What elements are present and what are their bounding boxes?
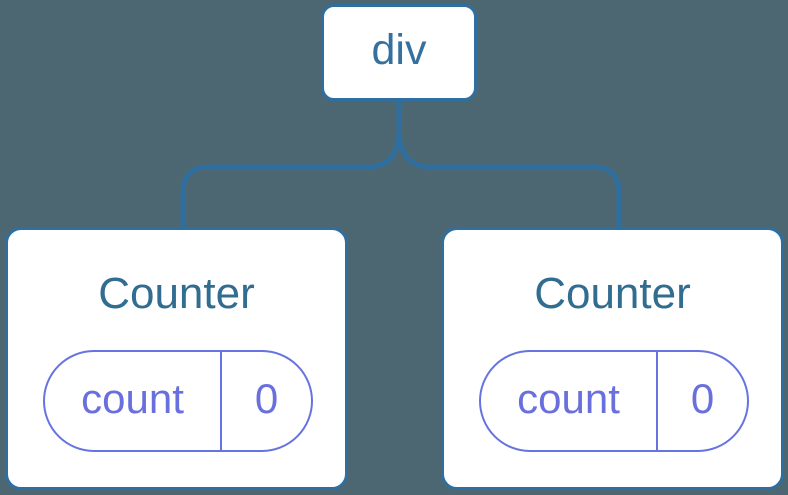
counter-title: Counter xyxy=(534,269,691,318)
connector-right-branch xyxy=(396,99,622,230)
counter-title: Counter xyxy=(98,269,255,318)
state-pill: count 0 xyxy=(43,350,313,452)
state-key-label: count xyxy=(481,352,658,450)
counter-node-2: Counter count 0 xyxy=(441,227,784,490)
state-value: 0 xyxy=(690,375,715,422)
connector-left-branch xyxy=(180,99,402,230)
root-node-label: div xyxy=(371,26,427,74)
counter-node-1: Counter count 0 xyxy=(5,227,348,490)
state-pill: count 0 xyxy=(479,350,749,452)
root-node-div: div xyxy=(321,4,477,101)
state-value: 0 xyxy=(254,375,279,422)
state-key-label: count xyxy=(45,352,222,450)
